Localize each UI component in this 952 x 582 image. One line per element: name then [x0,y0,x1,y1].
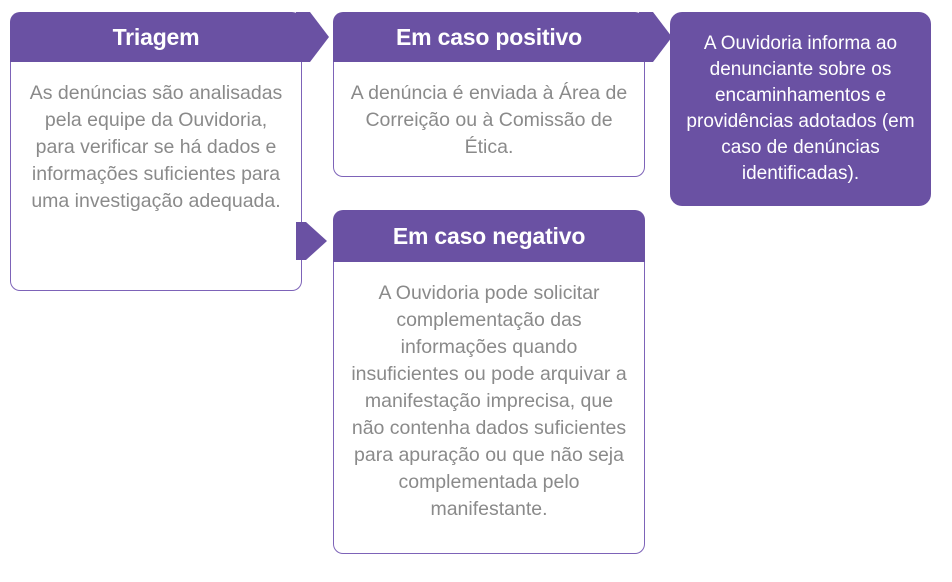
flow-box-em-caso-positivo-header: Em caso positivo [333,12,645,62]
flow-box-em-caso-positivo: Em caso positivo A denúncia é enviada à … [333,12,645,177]
flow-box-ouvidoria-informa: A Ouvidoria informa ao denunciante sobre… [670,12,931,206]
flow-box-em-caso-positivo-body: A denúncia é enviada à Área de Correição… [333,62,645,177]
flow-box-em-caso-negativo: Em caso negativo A Ouvidoria pode solici… [333,210,645,554]
flow-box-ouvidoria-informa-text: A Ouvidoria informa ao denunciante sobre… [686,33,915,184]
flow-box-em-caso-positivo-body-text: A denúncia é enviada à Área de Correição… [350,82,628,158]
flow-box-triagem-header: Triagem [10,12,302,62]
flow-box-triagem: Triagem As denúncias são analisadas pela… [10,12,302,291]
arrow-right-icon-triagem-to-negativo [296,222,330,260]
flow-box-em-caso-negativo-header: Em caso negativo [333,210,645,262]
flow-box-triagem-body-text: As denúncias são analisadas pela equipe … [29,82,283,212]
arrow-right-icon-triagem-to-positivo [296,12,330,62]
flow-box-em-caso-negativo-body: A Ouvidoria pode solicitar complementaçã… [333,262,645,554]
flow-box-triagem-body: As denúncias são analisadas pela equipe … [10,62,302,291]
flow-box-em-caso-negativo-body-text: A Ouvidoria pode solicitar complementaçã… [351,282,627,520]
arrow-right-icon-positivo-to-informa [639,12,673,62]
